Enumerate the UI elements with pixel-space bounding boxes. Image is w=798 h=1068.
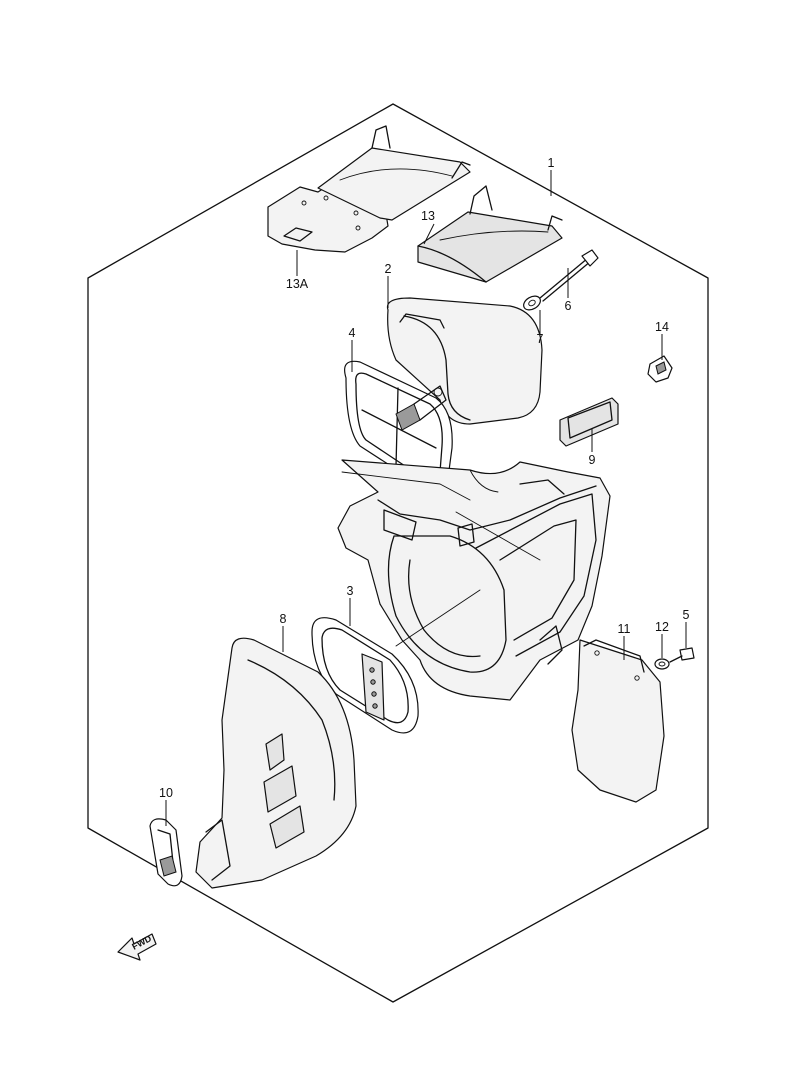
callout-1: 1	[548, 156, 555, 170]
part-12-washer	[654, 658, 670, 670]
callout-labels: 1 2 3 4 5 6 7 8 9 10 11 12 13 13A 14	[159, 156, 689, 800]
fwd-arrow-icon: FWD	[117, 933, 157, 961]
callout-9: 9	[589, 453, 596, 467]
part-8-intake-duct	[195, 637, 357, 889]
part-9-strap	[559, 397, 619, 447]
air-box-housing	[337, 459, 611, 701]
callout-13: 13	[421, 209, 435, 223]
callout-7: 7	[537, 332, 544, 346]
part-10-hose-clamp	[149, 818, 183, 887]
assembly-box-outline	[87, 103, 709, 1003]
callout-6: 6	[565, 299, 572, 313]
callout-10: 10	[159, 786, 173, 800]
callout-14: 14	[655, 320, 669, 334]
callout-3: 3	[347, 584, 354, 598]
part-5-bolt	[669, 647, 695, 663]
part-3-sealing-plate	[311, 617, 419, 734]
callout-12: 12	[655, 620, 669, 634]
part-2-air-filter	[386, 297, 543, 425]
part-14-clip	[647, 355, 673, 383]
part-13-upper-cover	[417, 185, 563, 283]
callout-11: 11	[618, 622, 631, 636]
part-7-washer	[523, 295, 541, 311]
callout-13a: 13A	[286, 277, 309, 291]
callout-2: 2	[385, 262, 392, 276]
part-11-mud-guard	[571, 639, 665, 803]
leader-lines	[165, 170, 687, 826]
part-6-bolt	[539, 249, 599, 302]
callout-8: 8	[280, 612, 287, 626]
part-13a-cover-plate	[267, 125, 471, 253]
callout-5: 5	[683, 608, 690, 622]
callout-4: 4	[349, 326, 356, 340]
